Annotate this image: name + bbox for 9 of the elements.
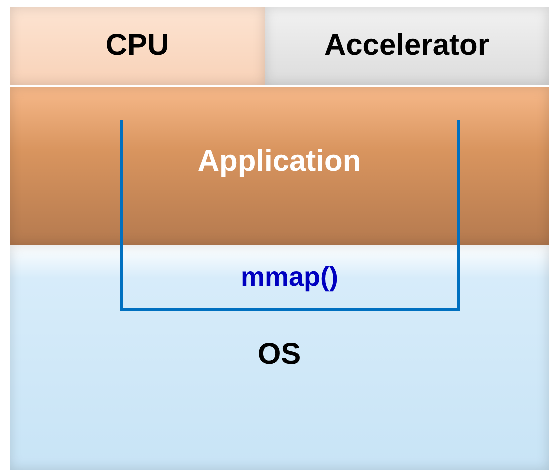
layer-label: OS [258, 338, 302, 372]
application-layer-box [10, 87, 549, 245]
accelerator-layer-box [265, 7, 549, 85]
layer-label: Accelerator [324, 29, 490, 63]
function-label: mmap() [241, 262, 339, 293]
layer-label: CPU [106, 29, 170, 63]
cpu-layer-box [10, 7, 265, 85]
os-layer-box [10, 245, 549, 470]
layer-label: Application [198, 145, 362, 179]
